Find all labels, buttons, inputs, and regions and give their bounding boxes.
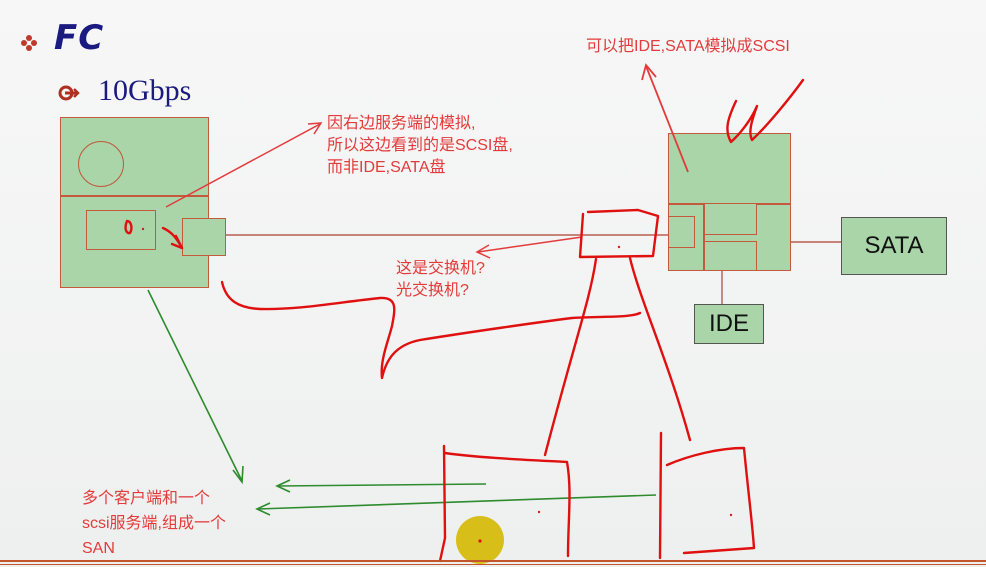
client-machine xyxy=(60,117,209,288)
san-note-line-3: SAN xyxy=(82,540,115,557)
arrow-bullet-icon xyxy=(58,85,80,101)
bottom-rule xyxy=(0,560,986,562)
switch-note-line-2: 光交换机? xyxy=(396,282,469,299)
client-hba-port xyxy=(182,218,226,256)
server-slot-divider xyxy=(703,203,705,271)
scsi-note-line-3: 而非IDE,SATA盘 xyxy=(327,159,446,176)
scsi-note-line-1: 因右边服务端的模拟, xyxy=(327,115,476,132)
client-divider xyxy=(61,195,208,197)
ide-disk: IDE xyxy=(694,304,764,344)
emulate-note: 可以把IDE,SATA模拟成SCSI xyxy=(586,38,790,55)
server-port-left xyxy=(668,216,695,248)
green-arrow-3 xyxy=(255,494,657,516)
sata-disk: SATA xyxy=(841,217,947,275)
freehand-strokes xyxy=(124,78,805,563)
client-inner-card xyxy=(86,210,156,250)
diamond-bullet-icon xyxy=(21,35,37,51)
san-note: 多个客户端和一个 scsi服务端,组成一个 SAN xyxy=(82,486,226,561)
arrow-to-scsi-note xyxy=(165,122,323,208)
green-arrow-client xyxy=(147,289,244,485)
bottom-rule-thin xyxy=(0,564,986,565)
switch-note: 这是交换机? 光交换机? xyxy=(396,258,485,302)
arrow-to-emulate-note xyxy=(641,63,689,173)
scsi-note-line-2: 所以这边看到的是SCSI盘, xyxy=(327,137,513,154)
scsi-note: 因右边服务端的模拟, 所以这边看到的是SCSI盘, 而非IDE,SATA盘 xyxy=(327,113,513,179)
switch-note-line-1: 这是交换机? xyxy=(396,260,485,277)
arrow-to-switch-note xyxy=(475,236,583,259)
client-disk-circle xyxy=(78,141,124,187)
slide-title: FC xyxy=(54,18,105,58)
green-arrow-2 xyxy=(275,479,487,493)
slide-subtitle: 10Gbps xyxy=(98,74,192,107)
san-note-line-1: 多个客户端和一个 xyxy=(82,490,211,507)
san-note-line-2: scsi服务端,组成一个 xyxy=(82,515,227,532)
